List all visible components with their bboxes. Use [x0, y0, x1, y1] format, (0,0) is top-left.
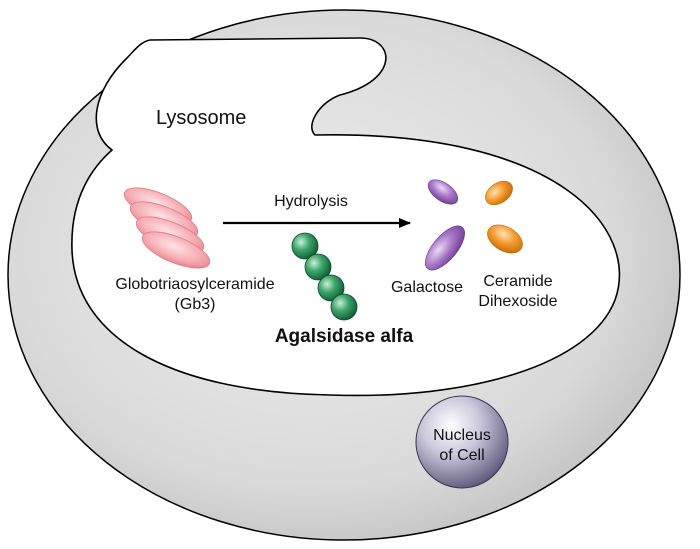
- substrate-abbrev: (Gb3): [175, 296, 216, 313]
- galactose-label: Galactose: [391, 279, 463, 296]
- enzyme-beads-icon: [291, 232, 358, 321]
- nucleus-label-line1: Nucleus: [433, 427, 491, 444]
- nucleus: [415, 395, 509, 489]
- substrate-name: Globotriaosylceramide: [115, 276, 274, 293]
- enzyme-name: Agalsidase alfa: [275, 326, 414, 347]
- ceramide-icon: [485, 180, 523, 254]
- gb3-stack-icon: [123, 187, 211, 269]
- galactose-icon: [425, 179, 465, 271]
- reaction-label: Hydrolysis: [274, 193, 348, 210]
- lysosome-label: Lysosome: [156, 107, 246, 129]
- lysosome-membrane: [71, 37, 621, 397]
- ceramide-label-line1: Ceramide: [483, 273, 552, 290]
- nucleus-label-line2: of Cell: [439, 447, 484, 464]
- ceramide-label-line2: Dihexoside: [478, 293, 557, 310]
